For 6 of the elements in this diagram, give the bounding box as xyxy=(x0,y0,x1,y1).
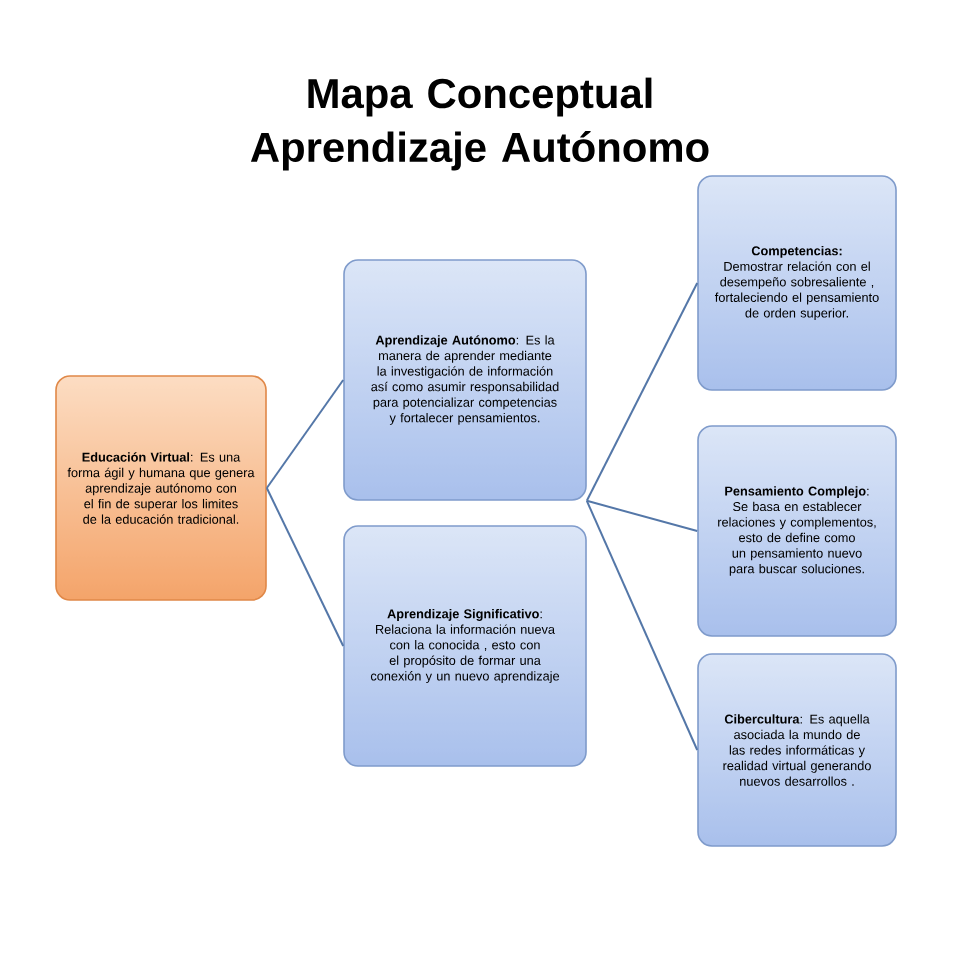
connector-line xyxy=(585,282,699,502)
connector-line xyxy=(265,487,345,647)
connector-line xyxy=(585,499,699,532)
connector-line xyxy=(585,499,699,751)
title: Mapa Conceptual Aprendizaje Autónomo xyxy=(250,77,709,171)
connector-line xyxy=(265,379,345,489)
